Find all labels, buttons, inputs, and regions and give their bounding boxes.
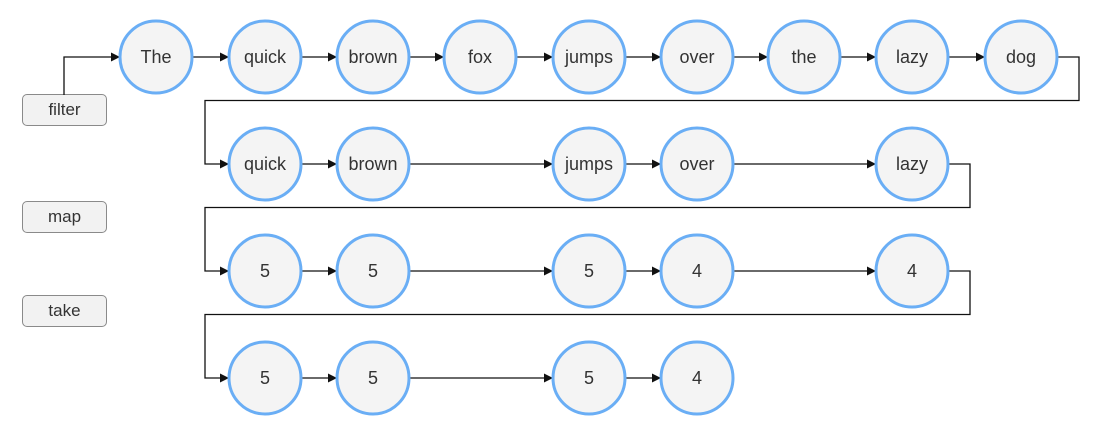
node-circle [335,126,411,202]
filter-label: filter [22,94,107,126]
stream-node: fox [442,19,518,95]
node-label: 5 [368,368,378,388]
node-circle [335,340,411,416]
node-label: jumps [564,47,613,67]
node-label: lazy [896,47,928,67]
wrap-arrow [204,56,1080,169]
stream-node: over [659,126,735,202]
node-circle [118,19,194,95]
wrap-arrow [204,270,971,383]
entry-arrow [63,52,120,95]
node-label: 5 [260,261,270,281]
node-label: 4 [907,261,917,281]
stream-node: jumps [551,126,627,202]
node-label: quick [244,154,287,174]
stream-node: quick [227,126,303,202]
stream-node: quick [227,19,303,95]
stream-node: brown [335,19,411,95]
node-label: The [140,47,171,67]
stream-node: 5 [551,340,627,416]
node-label: 5 [584,261,594,281]
node-label: brown [348,154,397,174]
node-circle [227,19,303,95]
node-label: 5 [368,261,378,281]
node-circle [983,19,1059,95]
node-label: brown [348,47,397,67]
node-label: quick [244,47,287,67]
stream-node: over [659,19,735,95]
node-circle [227,233,303,309]
stream-node: 5 [551,233,627,309]
node-circle [659,340,735,416]
node-label: 4 [692,261,702,281]
node-circle [766,19,842,95]
node-circle [874,233,950,309]
node-circle [659,233,735,309]
stream-node: jumps [551,19,627,95]
wrap-arrow [204,163,971,276]
node-circle [874,126,950,202]
node-label: jumps [564,154,613,174]
node-circle [442,19,518,95]
stream-node: lazy [874,19,950,95]
node-circle [551,340,627,416]
stream-node: 4 [874,233,950,309]
stream-node: dog [983,19,1059,95]
node-label: fox [468,47,492,67]
stream-node: 5 [227,340,303,416]
stream-node: The [118,19,194,95]
node-circle [551,126,627,202]
stream-node: 4 [659,340,735,416]
map-label: map [22,201,107,233]
node-circle [335,19,411,95]
node-label: the [791,47,816,67]
stream-node: 4 [659,233,735,309]
node-circle [874,19,950,95]
stream-node: 5 [227,233,303,309]
node-circle [335,233,411,309]
stream-node: 5 [335,340,411,416]
stream-node: lazy [874,126,950,202]
node-label: 5 [584,368,594,388]
node-label: 5 [260,368,270,388]
node-circle [551,19,627,95]
node-label: over [679,154,714,174]
node-label: 4 [692,368,702,388]
node-circle [659,19,735,95]
node-circle [551,233,627,309]
take-label: take [22,295,107,327]
node-circle [227,126,303,202]
node-label: dog [1006,47,1036,67]
stream-node: the [766,19,842,95]
node-label: lazy [896,154,928,174]
node-label: over [679,47,714,67]
stream-node: 5 [335,233,411,309]
stream-node: brown [335,126,411,202]
node-circle [227,340,303,416]
node-circle [659,126,735,202]
